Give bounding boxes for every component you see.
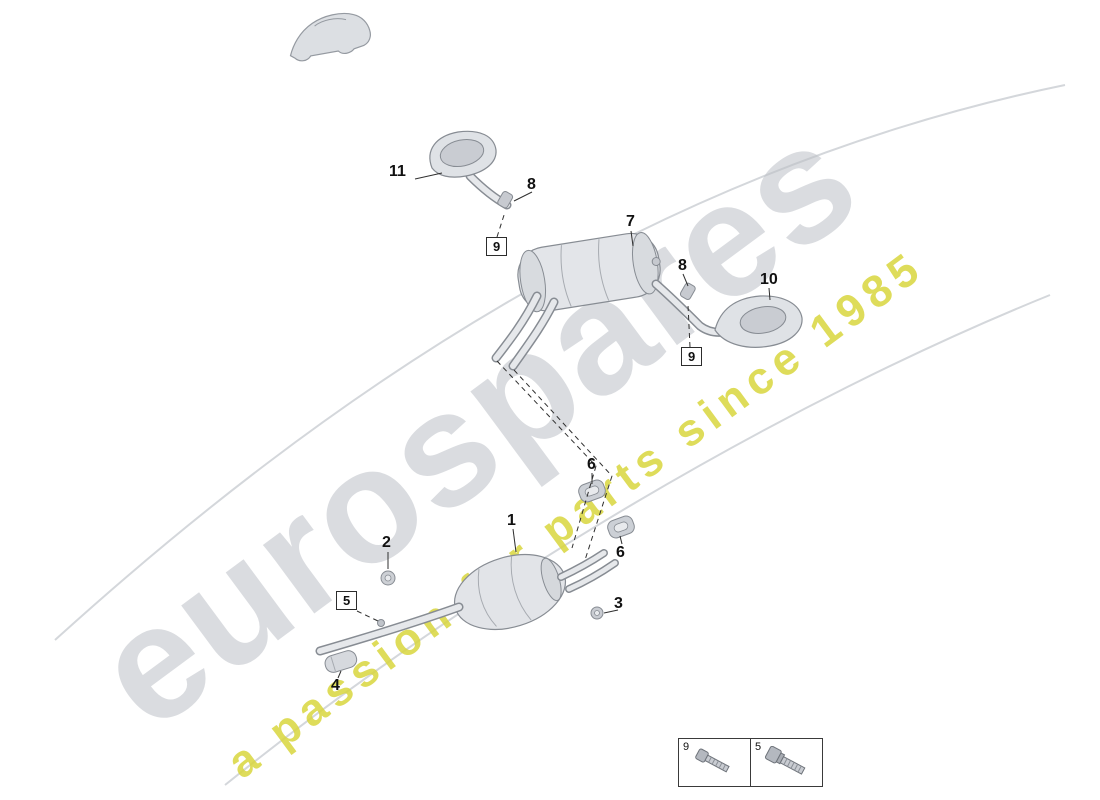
swoosh-curves	[54, 84, 1066, 786]
grommet-drawing	[380, 570, 396, 586]
part-label-6-upper[interactable]: 6	[587, 456, 596, 473]
dashed-connectors	[356, 211, 691, 622]
center-muffler-inlet-pipe	[315, 549, 619, 656]
part-label-8-upper[interactable]: 8	[527, 176, 536, 193]
legend-cell-9[interactable]: 9	[678, 738, 751, 787]
legend-ref-5: 5	[755, 741, 762, 753]
rear-muffler-pipes	[491, 291, 559, 371]
part-label-2[interactable]: 2	[382, 534, 391, 551]
part-label-9-right[interactable]: 9	[681, 347, 703, 366]
clamp-right-drawing	[679, 282, 696, 300]
right-tailpipe-drawing	[714, 295, 803, 348]
fastener-legend: 9 5	[678, 738, 823, 787]
watermark: eurospares a passion for parts since 198…	[63, 86, 933, 788]
legend-cell-5[interactable]: 5	[750, 738, 823, 787]
hanger-lower-drawing	[607, 515, 635, 539]
part-label-5[interactable]: 5	[336, 591, 358, 610]
legend-ref-9: 9	[683, 741, 690, 753]
part-label-4[interactable]: 4	[331, 677, 340, 694]
part-label-7[interactable]: 7	[626, 213, 635, 230]
sleeve-drawing	[324, 650, 358, 673]
part-label-1[interactable]: 1	[507, 512, 516, 529]
part-label-3[interactable]: 3	[614, 595, 623, 612]
nut-drawing	[590, 606, 604, 620]
flange-bolt-icon	[764, 745, 805, 775]
bolt-drawing	[377, 619, 385, 627]
part-label-8-right[interactable]: 8	[678, 257, 687, 274]
left-tailpipe-drawing	[429, 130, 512, 210]
part-label-10[interactable]: 10	[760, 271, 778, 288]
hanger-upper-drawing	[578, 479, 606, 503]
part-label-9-upper[interactable]: 9	[486, 237, 508, 256]
clamp-upper-drawing	[497, 191, 514, 209]
part-label-11[interactable]: 11	[389, 163, 406, 180]
part-label-6-lower[interactable]: 6	[616, 544, 625, 561]
screw-icon	[694, 748, 730, 772]
car-silhouette	[289, 12, 371, 62]
leader-lines	[337, 172, 771, 679]
